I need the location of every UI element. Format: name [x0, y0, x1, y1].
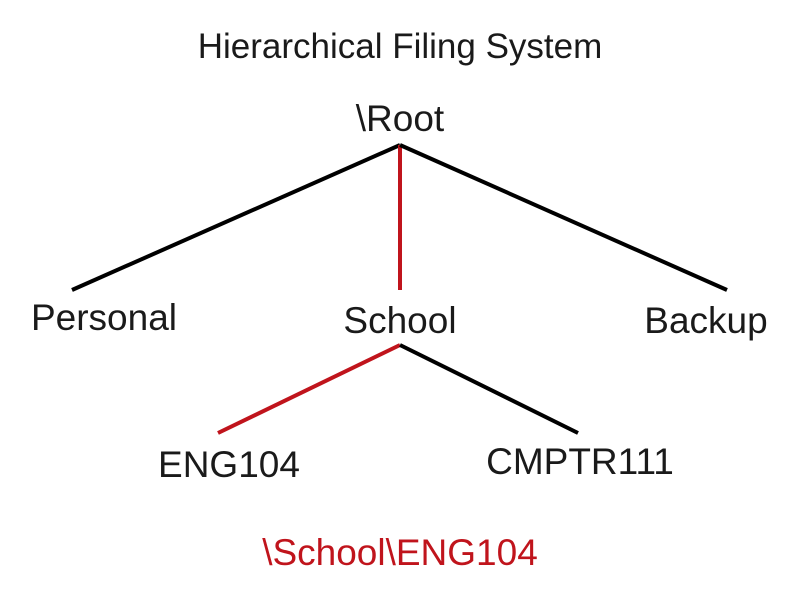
edge-root-backup	[399, 143, 728, 292]
highlighted-path-label: \School\ENG104	[262, 532, 538, 573]
node-school: School	[343, 300, 456, 341]
edge-root-personal	[71, 143, 401, 292]
node-eng104: ENG104	[158, 444, 300, 485]
edge-school-eng104-highlighted	[217, 343, 401, 435]
diagram-title: Hierarchical Filing System	[198, 27, 603, 66]
node-root: \Root	[356, 98, 445, 139]
node-personal: Personal	[31, 297, 177, 338]
node-backup: Backup	[644, 300, 767, 341]
edge-school-cmptr111	[399, 343, 579, 435]
node-cmptr111: CMPTR111	[486, 441, 674, 482]
